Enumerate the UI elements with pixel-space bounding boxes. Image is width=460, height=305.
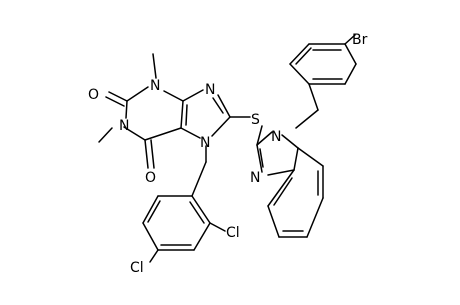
- atom-labels: Br O O N N N N S N N Cl Cl: [88, 32, 368, 276]
- sulfur-atom-label: S: [251, 112, 260, 128]
- chlorine-ortho-label: Cl: [226, 225, 240, 241]
- carbonyl-oxygen-bottom-label: O: [145, 170, 156, 186]
- n1-methyl-nitrogen-label: N: [119, 118, 129, 134]
- n7-imidazole-nitrogen-label: N: [200, 135, 210, 151]
- n3-methyl-nitrogen-label: N: [150, 78, 160, 94]
- benzimidazole-n3-label: N: [250, 170, 260, 186]
- bromine-atom-label: Br: [352, 32, 368, 48]
- bonds: [98, 34, 357, 263]
- n9-imidazole-nitrogen-label: N: [205, 82, 215, 98]
- benzimidazole-n1-label: N: [271, 129, 281, 145]
- carbonyl-oxygen-top-label: O: [88, 87, 99, 103]
- chlorine-para-label: Cl: [130, 260, 144, 276]
